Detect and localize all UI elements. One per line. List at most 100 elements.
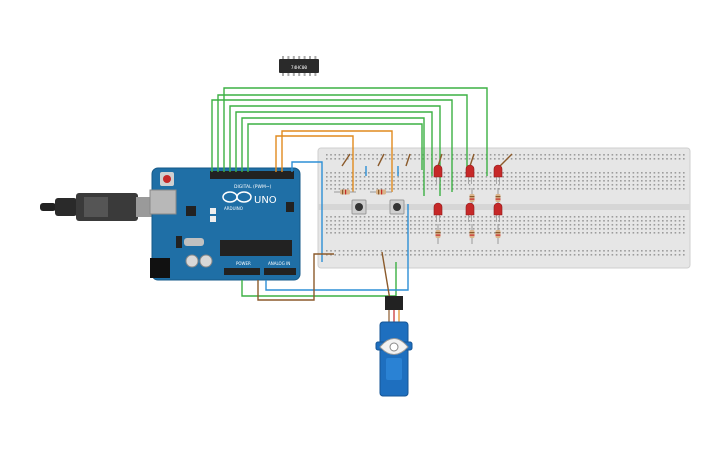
- breadboard-hole: [565, 188, 567, 190]
- breadboard-hole: [632, 216, 635, 218]
- led-red[interactable]: [433, 202, 443, 222]
- breadboard-hole: [683, 158, 685, 160]
- breadboard-hole: [569, 188, 572, 190]
- blue-wires[interactable]: [265, 161, 409, 291]
- resistor[interactable]: [469, 224, 475, 244]
- breadboard-hole: [418, 180, 420, 182]
- breadboard-hole: [599, 224, 601, 226]
- chip-74hc00[interactable]: 74HC00: [279, 56, 319, 76]
- breadboard-hole: [502, 216, 504, 218]
- resistor[interactable]: [469, 188, 475, 208]
- breadboard-hole: [510, 216, 513, 218]
- breadboard-hole: [523, 254, 525, 256]
- breadboard-hole: [641, 184, 643, 186]
- breadboard-hole: [351, 180, 353, 182]
- breadboard-hole: [376, 154, 378, 156]
- leds[interactable]: [433, 164, 503, 222]
- led-red[interactable]: [433, 164, 443, 184]
- breadboard-hole: [510, 188, 513, 190]
- orange-wires[interactable]: [275, 130, 393, 192]
- breadboard-hole: [678, 172, 681, 174]
- breadboard-hole: [452, 220, 454, 222]
- breadboard-hole: [494, 232, 496, 234]
- breadboard-hole: [657, 176, 660, 178]
- breadboard-hole: [468, 184, 471, 186]
- servo-motor[interactable]: [375, 296, 413, 397]
- breadboard-hole: [389, 172, 391, 174]
- breadboard-hole: [641, 254, 643, 256]
- breadboard-hole: [359, 172, 362, 174]
- breadboard-hole: [620, 228, 622, 230]
- breadboard-hole: [536, 250, 538, 252]
- breadboard-hole: [683, 250, 685, 252]
- breadboard-hole: [372, 232, 374, 234]
- breadboard-hole: [435, 188, 437, 190]
- push-button-2[interactable]: [389, 199, 405, 215]
- breadboard-hole: [607, 224, 609, 226]
- led-red[interactable]: [465, 202, 475, 222]
- breadboard-hole: [405, 250, 408, 252]
- breadboard-hole: [489, 184, 492, 186]
- breadboard-hole: [342, 180, 345, 182]
- resistor[interactable]: [495, 224, 501, 244]
- breadboard-hole: [405, 158, 408, 160]
- breadboard-hole: [519, 180, 521, 182]
- breadboard-hole: [586, 188, 588, 190]
- breadboard-hole: [363, 154, 366, 156]
- breadboard-hole: [326, 254, 328, 256]
- breadboard-hole: [624, 224, 626, 226]
- breadboard-hole: [590, 228, 593, 230]
- breadboard-hole: [489, 216, 492, 218]
- breadboard-hole: [578, 184, 580, 186]
- breadboard-hole: [578, 188, 580, 190]
- breadboard-hole: [376, 254, 378, 256]
- breadboard-hole: [456, 172, 458, 174]
- breadboard-hole: [678, 220, 681, 222]
- breadboard-hole: [498, 220, 500, 222]
- breadboard-hole: [544, 154, 546, 156]
- breadboard-hole: [498, 154, 500, 156]
- breadboard-hole: [326, 158, 328, 160]
- resistor[interactable]: [370, 189, 392, 195]
- breadboard-hole: [582, 184, 584, 186]
- brown-wires[interactable]: [257, 153, 513, 301]
- breadboard-hole: [502, 228, 504, 230]
- breadboard-hole: [401, 176, 404, 178]
- breadboard-hole: [632, 176, 635, 178]
- digital-header[interactable]: [210, 171, 294, 179]
- breadboard-hole: [473, 250, 475, 252]
- green-wires[interactable]: [211, 87, 488, 297]
- breadboard-hole: [368, 224, 370, 226]
- breadboard-hole: [594, 184, 597, 186]
- breadboard-hole: [326, 180, 328, 182]
- breadboard-hole: [683, 180, 685, 182]
- analog-header[interactable]: [264, 268, 296, 275]
- breadboard-hole: [397, 176, 399, 178]
- breadboard-hole: [561, 172, 563, 174]
- resistor[interactable]: [334, 189, 356, 195]
- breadboard-hole: [439, 216, 441, 218]
- breadboard-hole: [628, 250, 630, 252]
- breadboard-hole: [611, 254, 614, 256]
- breadboard-hole: [389, 216, 391, 218]
- resistor[interactable]: [435, 224, 441, 244]
- breadboard-hole: [351, 216, 353, 218]
- breadboard[interactable]: [317, 147, 691, 269]
- breadboard-hole: [414, 232, 416, 234]
- breadboard-hole: [414, 184, 416, 186]
- chip-pin: [303, 56, 306, 60]
- power-header[interactable]: [224, 268, 260, 275]
- chip-pin: [287, 56, 290, 60]
- breadboard-hole: [552, 184, 555, 186]
- breadboard-hole: [620, 158, 622, 160]
- led-red[interactable]: [465, 164, 475, 184]
- led-red[interactable]: [493, 164, 503, 184]
- breadboard-hole: [683, 220, 685, 222]
- push-button-1[interactable]: [351, 199, 367, 215]
- breadboard-hole: [380, 254, 383, 256]
- arduino-uno-board[interactable]: DIGITAL (PWM~) ARDUINO UNO POWER ANALOG …: [149, 167, 301, 281]
- led-red[interactable]: [493, 202, 503, 222]
- breadboard-hole: [376, 158, 378, 160]
- breadboard-hole: [573, 184, 576, 186]
- breadboard-hole: [326, 224, 328, 226]
